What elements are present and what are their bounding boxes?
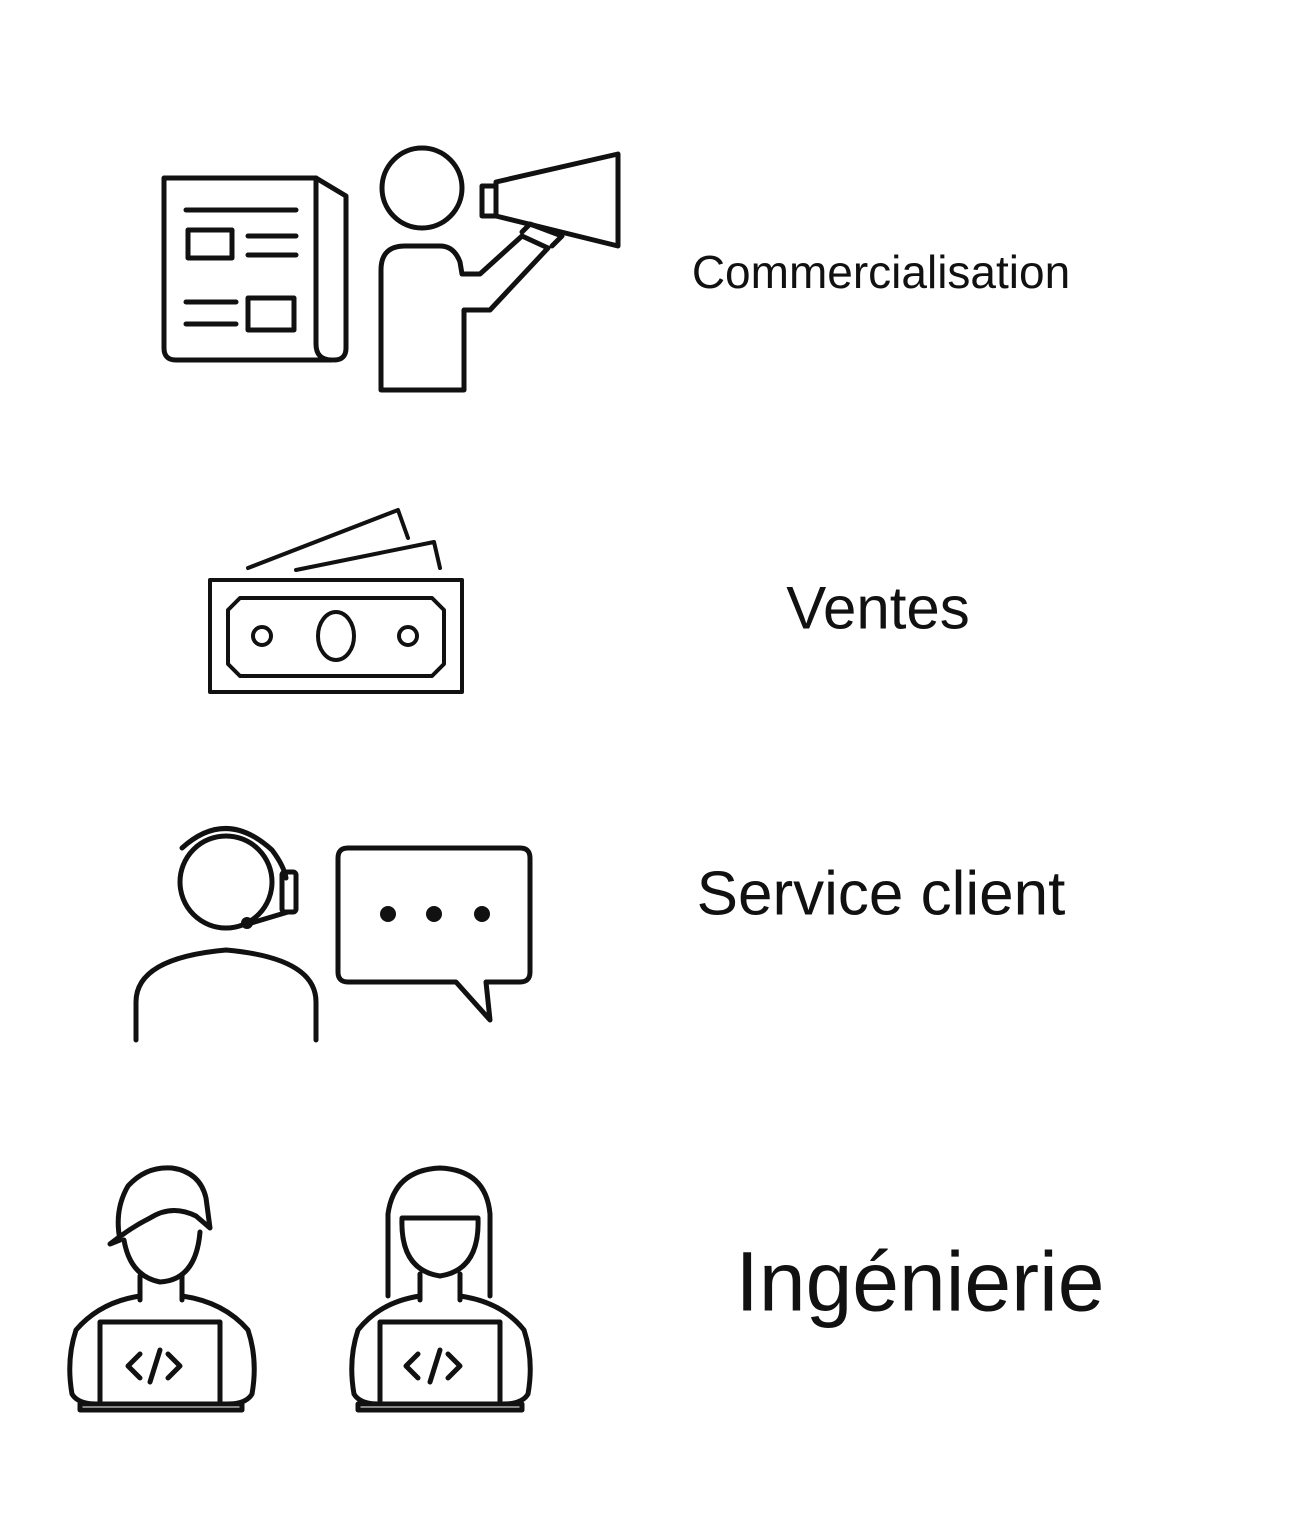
newspaper-megaphone-icon: [161, 145, 621, 393]
department-row-marketing: Commercialisation: [0, 140, 1302, 400]
headset-agent-chat-icon: [133, 826, 533, 1043]
developers-laptop-icon: [67, 1165, 533, 1413]
department-label-engineering: Ingénierie: [735, 1234, 1105, 1329]
department-label-sales: Ventes: [786, 574, 970, 642]
department-row-sales: Ventes: [0, 500, 1302, 700]
department-label-marketing: Commercialisation: [691, 246, 1071, 298]
department-row-support: Service client: [0, 820, 1302, 1050]
department-label-support: Service client: [696, 859, 1066, 929]
department-row-engineering: Ingénierie: [0, 1160, 1302, 1420]
banknotes-icon: [208, 508, 464, 694]
